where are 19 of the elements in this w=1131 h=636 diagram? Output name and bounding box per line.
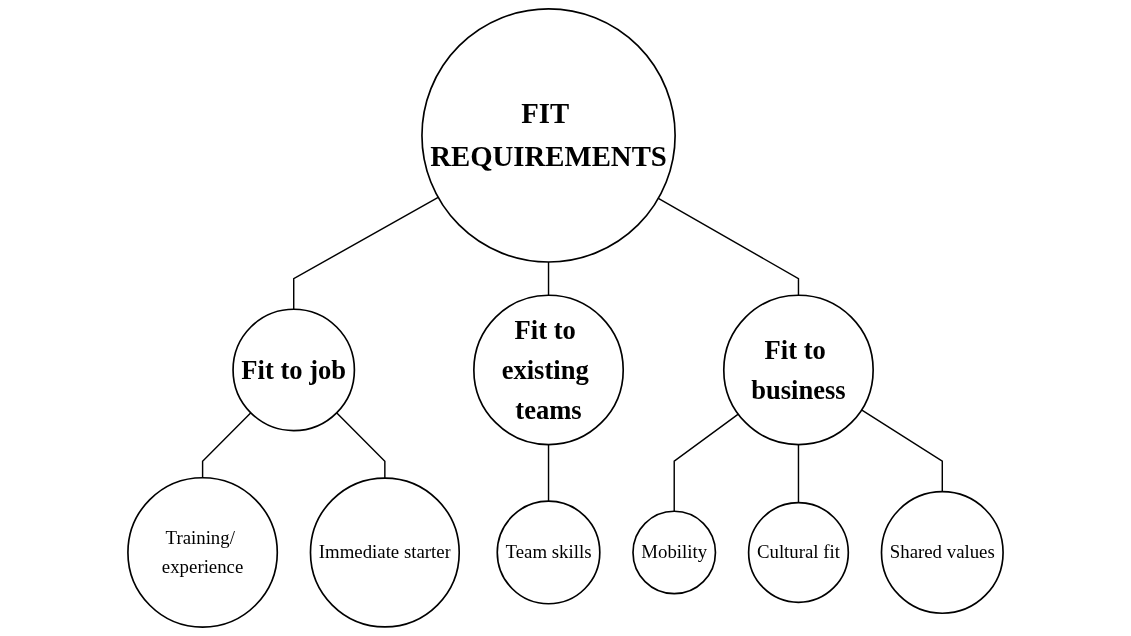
node-circle: Fit to job bbox=[232, 308, 356, 432]
node-circle: Cultural fit bbox=[747, 501, 850, 604]
connector bbox=[201, 412, 252, 479]
connector bbox=[547, 443, 550, 502]
node-circle: Training/ experience bbox=[127, 476, 279, 628]
connector bbox=[673, 413, 739, 512]
node-circle: Shared values bbox=[880, 490, 1004, 615]
node-circle: Fit to business bbox=[722, 294, 874, 446]
node-circle: Mobility bbox=[632, 510, 717, 595]
connector bbox=[335, 412, 386, 479]
connector bbox=[547, 261, 550, 296]
connector bbox=[293, 196, 439, 310]
node-circle: FIT REQUIREMENTS bbox=[421, 8, 676, 263]
connector bbox=[797, 443, 800, 504]
node-circle: Immediate starter bbox=[309, 477, 461, 628]
node-circle: Fit to existing teams bbox=[473, 294, 625, 446]
node-circle: Team skills bbox=[496, 500, 601, 605]
connector bbox=[860, 409, 943, 493]
connector bbox=[657, 197, 800, 296]
